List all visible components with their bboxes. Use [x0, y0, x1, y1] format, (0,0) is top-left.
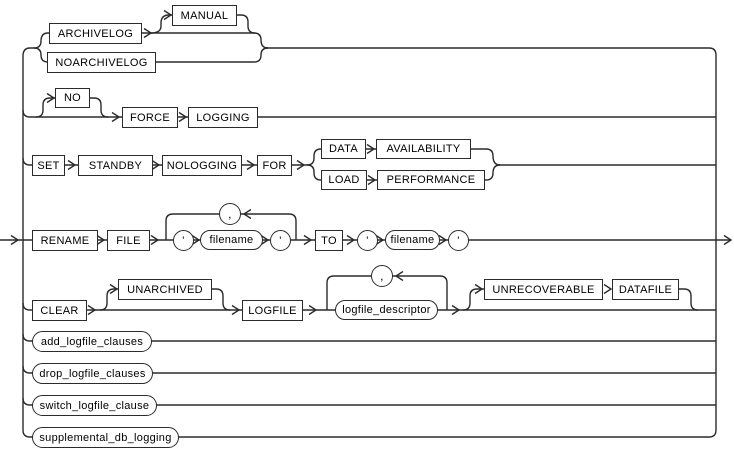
- keyword-data: DATA: [321, 139, 366, 159]
- keyword-manual: MANUAL: [172, 5, 237, 26]
- subclause-add-logfile-clauses: add_logfile_clauses: [32, 331, 152, 352]
- keyword-archivelog: ARCHIVELOG: [49, 23, 142, 44]
- quote-terminal-4: ': [448, 230, 469, 251]
- keyword-to: TO: [315, 230, 343, 251]
- keyword-noarchivelog: NOARCHIVELOG: [47, 52, 156, 73]
- keyword-no: NO: [55, 88, 90, 108]
- keyword-file: FILE: [107, 230, 150, 251]
- subclause-switch-logfile-clause: switch_logfile_clause: [32, 395, 157, 416]
- comma-terminal-1: ,: [219, 203, 241, 225]
- comma-terminal-2: ,: [371, 265, 393, 287]
- keyword-unarchived: UNARCHIVED: [118, 279, 212, 300]
- keyword-force: FORCE: [122, 107, 178, 128]
- quote-terminal-2: ': [270, 230, 291, 251]
- keyword-logfile: LOGFILE: [242, 300, 303, 321]
- subclause-filename-2: filename: [385, 230, 440, 250]
- keyword-performance: PERFORMANCE: [377, 170, 485, 190]
- subclause-supplemental-db-logging: supplemental_db_logging: [32, 427, 179, 448]
- keyword-availability: AVAILABILITY: [376, 139, 471, 159]
- keyword-rename: RENAME: [32, 230, 98, 251]
- subclause-logfile-descriptor: logfile_descriptor: [335, 300, 438, 320]
- keyword-datafile: DATAFILE: [612, 279, 679, 300]
- keyword-unrecoverable: UNRECOVERABLE: [484, 279, 603, 300]
- subclause-filename-1: filename: [200, 230, 263, 250]
- keyword-logging: LOGGING: [188, 107, 258, 128]
- quote-terminal-3: ': [357, 230, 378, 251]
- keyword-standby: STANDBY: [78, 155, 153, 176]
- keyword-set: SET: [32, 155, 65, 176]
- keyword-clear: CLEAR: [32, 300, 87, 321]
- quote-terminal-1: ': [173, 230, 194, 251]
- subclause-drop-logfile-clauses: drop_logfile_clauses: [32, 363, 153, 384]
- keyword-for: FOR: [257, 155, 292, 176]
- arrowheads: [10, 9, 733, 316]
- keyword-nologging: NOLOGGING: [162, 155, 242, 176]
- keyword-load: LOAD: [321, 170, 367, 190]
